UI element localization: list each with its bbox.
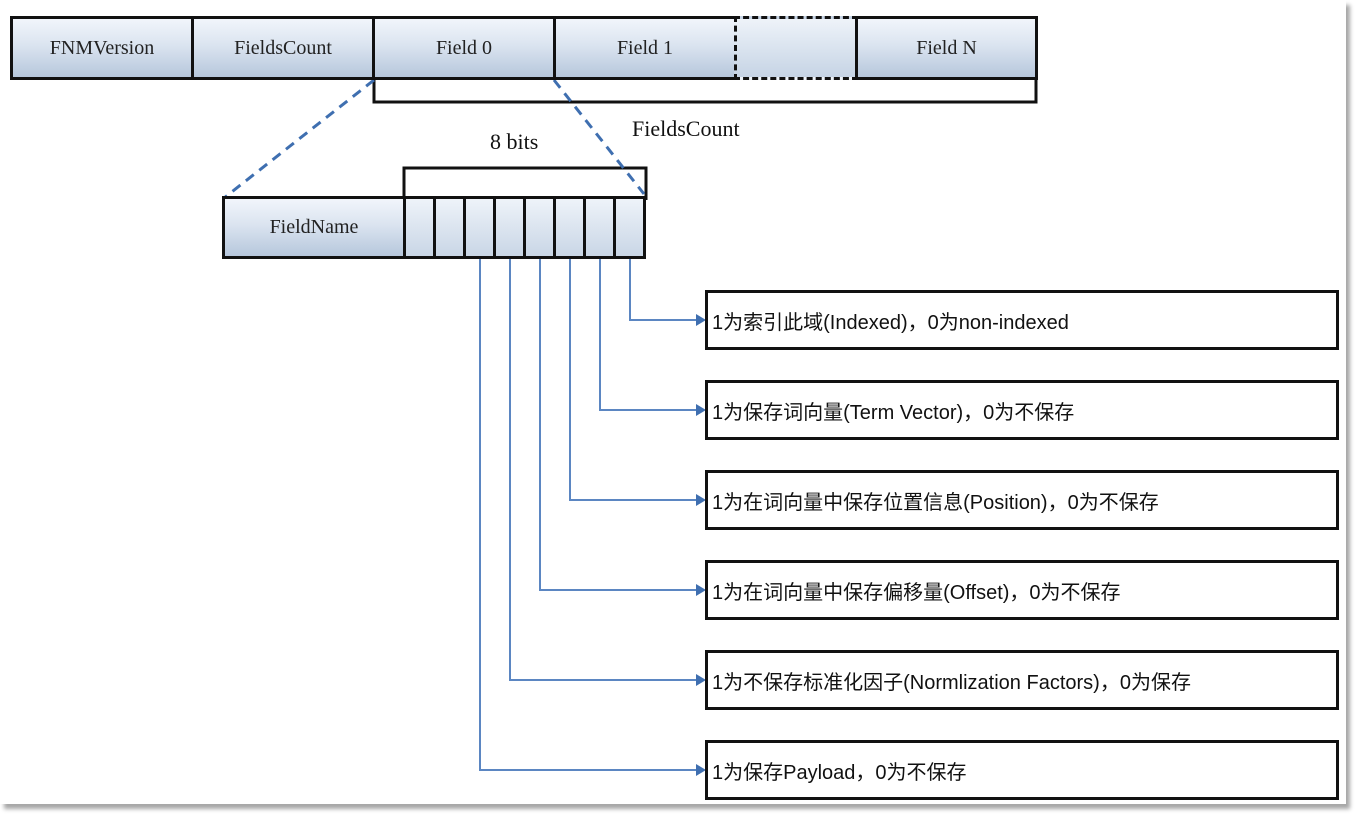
field-0-cell: Field 0	[372, 16, 556, 80]
field-n-cell: Field N	[855, 16, 1038, 80]
arrow-head-0	[696, 314, 706, 326]
bit-cell-6	[433, 196, 466, 259]
fields-count-brace	[372, 80, 1038, 104]
field-ellipsis-cell	[734, 16, 858, 80]
bit-connector-0	[629, 258, 696, 321]
bit-cell-1	[583, 196, 616, 259]
arrow-head-4	[696, 674, 706, 686]
desc-position: 1为在词向量中保存位置信息(Position)，0为不保存	[705, 470, 1339, 530]
field-1-cell: Field 1	[553, 16, 737, 80]
arrow-head-3	[696, 584, 706, 596]
field-name-cell: FieldName	[222, 196, 406, 259]
fields-count-cell: FieldsCount	[191, 16, 375, 80]
bit-connector-4	[509, 258, 696, 681]
desc-payload: 1为保存Payload，0为不保存	[705, 740, 1339, 800]
fnm-version-cell: FNMVersion	[10, 16, 194, 80]
bit-cell-5	[463, 196, 496, 259]
desc-normalization: 1为不保存标准化因子(Normlization Factors)，0为保存	[705, 650, 1339, 710]
bit-connector-5	[479, 258, 696, 771]
zoom-line-left	[223, 78, 375, 200]
bits-brace	[402, 166, 648, 200]
fields-count-brace-label: FieldsCount	[632, 116, 740, 141]
zoom-line-right	[552, 79, 646, 195]
bit-cell-3	[523, 196, 556, 259]
bit-connector-1	[599, 258, 696, 411]
bit-cell-0	[613, 196, 646, 259]
arrow-head-2	[696, 494, 706, 506]
bit-cell-7	[403, 196, 436, 259]
bit-connector-3	[539, 258, 696, 591]
desc-offset: 1为在词向量中保存偏移量(Offset)，0为不保存	[705, 560, 1339, 620]
bit-cell-4	[493, 196, 526, 259]
arrow-head-1	[696, 404, 706, 416]
desc-term-vector: 1为保存词向量(Term Vector)，0为不保存	[705, 380, 1339, 440]
bits-label: 8 bits	[490, 129, 539, 154]
arrow-head-5	[696, 764, 706, 776]
bit-connector-2	[569, 258, 696, 501]
bit-cell-2	[553, 196, 586, 259]
desc-indexed: 1为索引此域(Indexed)，0为non-indexed	[705, 290, 1339, 350]
